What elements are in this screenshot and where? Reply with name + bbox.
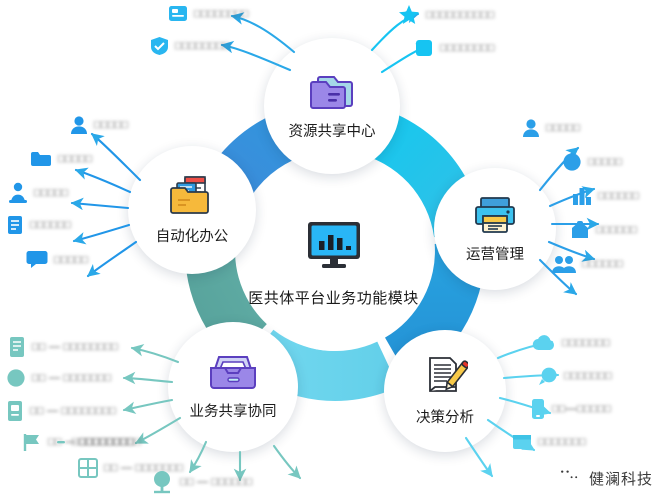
blue-person-icon [8,182,28,204]
blue-shield-icon [150,36,169,56]
satellite-label: □□□□□□□□ [440,42,495,54]
satellite-item[interactable]: □□—□□□□□ [530,398,611,420]
satellite-label: □□□□□□□ [562,337,610,349]
satellite-label: □□□□□□ [596,224,638,236]
node-operations-management[interactable]: 运营管理 [434,168,556,290]
satellite-item[interactable]: □□ — □□□□□□□ [6,368,111,388]
node-automated-office[interactable]: 自动化办公 [128,146,256,274]
satellite-item[interactable]: □□□□□ [26,250,88,269]
node-label: 资源共享中心 [288,124,376,140]
blue-people-icon [552,254,576,274]
blue-chat-icon [26,250,48,269]
blue-bag-icon [570,220,590,240]
blue-folder-icon [30,150,52,168]
satellite-item[interactable]: □□□□□□ [572,186,639,206]
satellite-label: □□□□□□ [30,219,72,231]
satellite-item[interactable]: □□□□□□□□ [168,4,249,24]
satellite-item[interactable]: □□□□□ [8,182,68,204]
satellite-label: □□□□□□□□ [194,8,249,20]
satellite-item[interactable]: □□□□□□ [570,220,637,240]
cyan-box-icon [512,432,532,452]
satellite-item[interactable]: □□ — □□□□□□□□□ [22,432,141,452]
purple-folder-icon [308,71,356,113]
teal-grid-icon [78,458,98,478]
blue-user-icon [70,115,88,135]
teal-doc-icon [8,336,26,358]
satellite-label: □□□□□ [54,253,89,266]
satellite-item[interactable]: □□□□□ [522,118,580,138]
satellite-item[interactable]: □□ — □□□□□□□□ [6,400,116,422]
satellite-label: □□ — □□□□□□ [180,476,253,488]
satellite-label: □□□□□ [588,156,623,168]
node-label: 业务共享协同 [189,404,277,420]
hub-title: 医共体平台业务功能模块 [248,289,419,307]
satellite-item[interactable]: □□□□□□□ [512,432,586,452]
satellite-item[interactable]: □□□□□□ [552,254,623,274]
satellite-item[interactable]: □□□□□□□□□ [56,432,134,452]
satellite-label: □□□□□□□ [538,436,586,448]
watermark-text: 健澜科技 [588,471,653,488]
satellite-label: □□□□□□□□□ [72,436,134,448]
satellite-label: □□ — □□□□□□□ [32,372,112,384]
satellite-item[interactable]: □□□□□□□□ [150,36,230,56]
blue-doc-icon [6,215,24,235]
wechat-icon [556,465,582,492]
satellite-item[interactable]: □□ — □□□□□□□□ [8,336,118,358]
node-business-sharing-collab[interactable]: 业务共享协同 [168,322,298,452]
satellite-label: □□□□□□ [582,258,624,270]
satellite-label: □□□□□□□ [564,370,612,382]
satellite-label: □□□□□ [58,153,93,165]
hub-center: 医共体平台业务功能模块 [246,176,421,351]
satellite-label: □□ — □□□□□□□□ [32,341,119,353]
blue-user-icon [522,118,540,138]
satellite-label: □□□□□□□□□□ [426,9,495,21]
blue-circle-icon [562,152,582,172]
satellite-item[interactable]: □□□□□□□ [538,366,612,386]
node-decision-analysis[interactable]: 决策分析 [384,330,506,452]
satellite-item[interactable]: □□ — □□□□□□□ [78,458,183,478]
blue-card-icon [168,4,188,24]
satellite-item[interactable]: □□□□□□□□□□ [398,4,494,26]
satellite-label: □□—□□□□□ [552,403,612,415]
cyan-pin-icon [538,366,558,386]
blue-printer-icon [472,194,518,236]
satellite-label: □□□□□ [546,122,581,134]
satellite-item[interactable]: □□□□□ [562,152,622,172]
orange-folder-files-icon [168,174,216,218]
satellite-label: □□ — □□□□□□□□ [30,405,117,417]
satellite-label: □□□□□ [94,119,129,131]
node-label: 自动化办公 [155,229,229,245]
teal-tree-icon [150,470,174,494]
node-resource-sharing-center[interactable]: 资源共享中心 [264,38,400,174]
cyan-phone-icon [530,398,546,420]
satellite-item[interactable]: □□□□□□ [6,215,71,235]
satellite-item[interactable]: □□ — □□□□□□ [150,470,252,494]
satellite-item[interactable]: □□□□□ [70,115,128,135]
teal-note-icon [6,400,24,422]
satellite-label: □□□□□□□□ [175,40,230,52]
purple-inbox-tray-icon [207,353,259,393]
blue-chart-icon [572,186,592,206]
blue-square-icon [414,38,434,58]
satellite-item[interactable]: □□□□□□□ [532,334,610,352]
teal-circle-icon [6,368,26,388]
satellite-label: □□□□□ [34,187,69,199]
satellite-item[interactable]: □□□□□ [30,150,92,168]
satellite-label: □□ — □□□□□□□□□ [48,436,141,448]
document-pencil-icon [422,355,470,399]
satellite-label: □□□□□□ [598,190,640,202]
watermark: 健澜科技 [556,465,653,492]
teal-dash-icon [56,432,66,452]
node-label: 决策分析 [416,410,474,426]
cyan-cloud-icon [532,334,556,352]
satellite-item[interactable]: □□□□□□□□ [414,38,495,58]
satellite-label: □□ — □□□□□□□ [104,462,184,474]
teal-flag-icon [22,432,42,452]
node-label: 运营管理 [466,247,524,263]
monitor-bar-chart-icon [305,220,363,277]
blue-star-icon [398,4,420,26]
